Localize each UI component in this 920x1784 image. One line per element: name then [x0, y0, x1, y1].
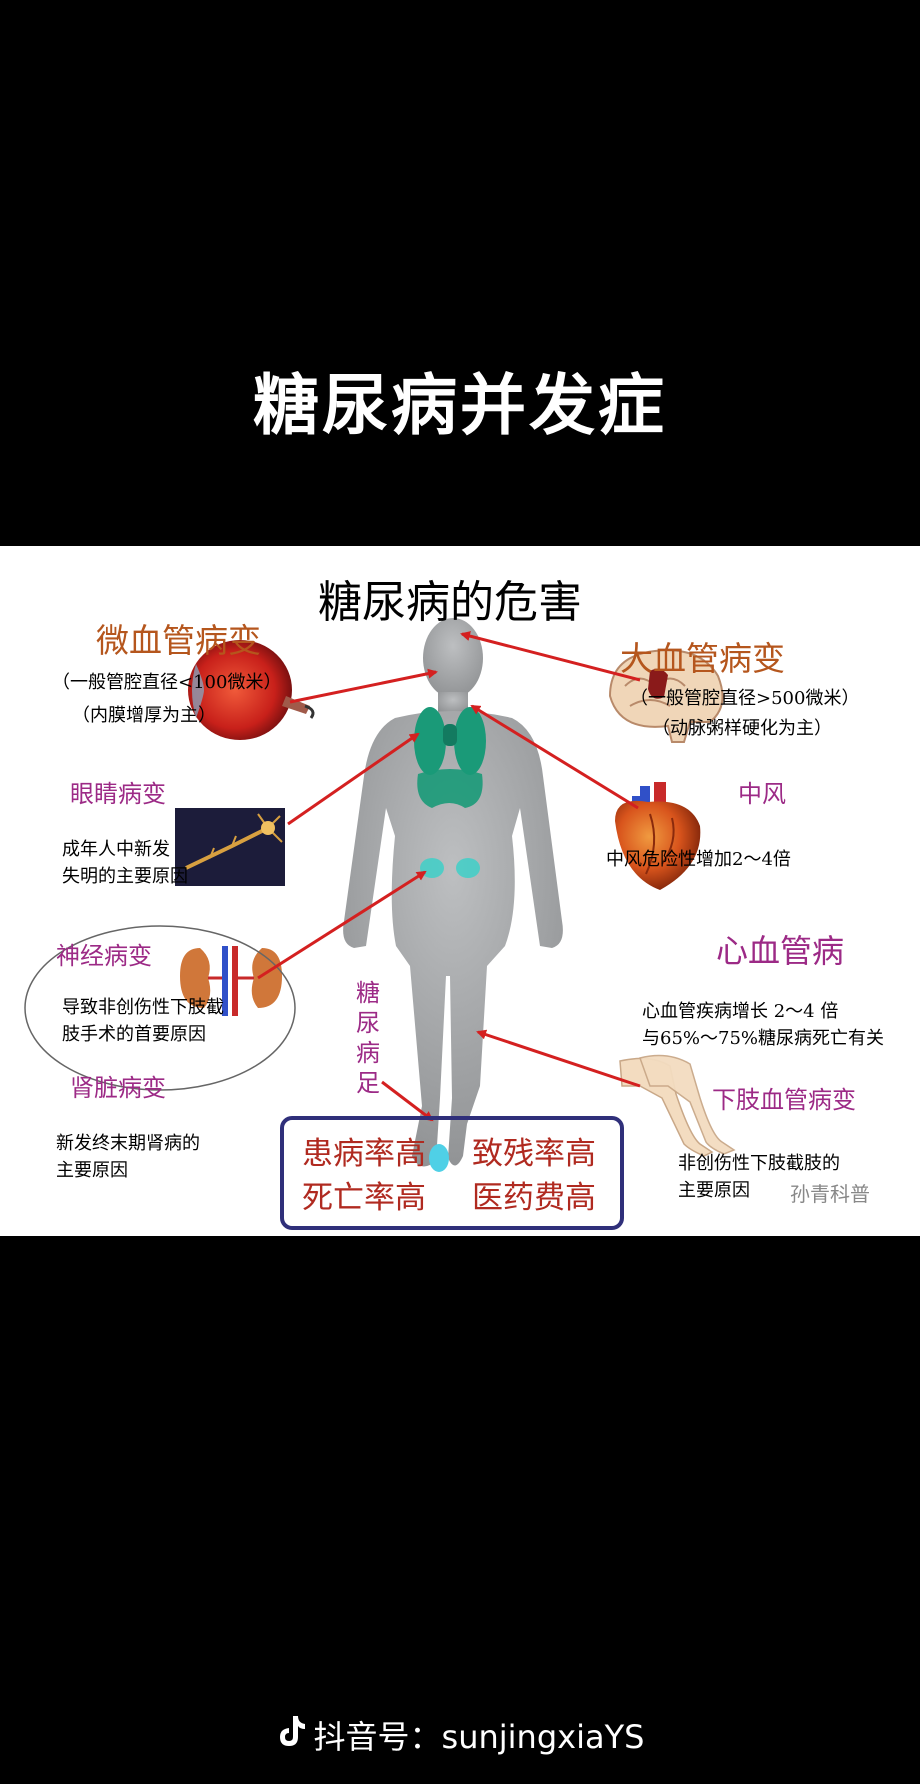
organs-icon: [414, 707, 486, 808]
nerve-desc-2: 肢手术的首要原因: [62, 1024, 206, 1045]
foot-char: 病: [356, 1039, 380, 1067]
stats-box: [280, 1116, 624, 1230]
micro-note-2: （内膜增厚为主）: [72, 705, 216, 726]
stat-cost: 医药费高: [472, 1180, 596, 1216]
stat-mortality: 死亡率高: [302, 1180, 426, 1216]
watermark: 孙青科普: [790, 1182, 870, 1206]
tiktok-logo-icon: [276, 1714, 306, 1756]
stroke-desc-1: 中风危险性增加2～4倍: [606, 849, 791, 870]
brain-icon: [608, 649, 724, 743]
stat-prevalence: 患病率高: [302, 1136, 426, 1172]
kidney-desc-1: 新发终末期肾病的: [56, 1133, 200, 1154]
nerve-label: 神经病变: [56, 942, 152, 970]
heart-label: 心血管病: [716, 932, 845, 970]
leg-desc-1: 非创伤性下肢截肢的: [678, 1153, 840, 1174]
legs-icon: [619, 1054, 736, 1157]
diagram-heading: 糖尿病的危害: [318, 577, 582, 628]
arrow-nerve: [287, 732, 420, 826]
eye-desc-2: 失明的主要原因: [62, 866, 188, 887]
arrow-leg: [476, 1029, 641, 1088]
arrow-stroke: [460, 631, 641, 682]
diagram-panel: 糖尿病的危害 微血管病变 （一般管腔直径<100微米） （内膜增厚为主） 眼睛病…: [0, 546, 920, 1236]
eye-label: 眼睛病变: [70, 780, 166, 808]
page-title: 糖尿病并发症: [253, 367, 667, 444]
arrows: [257, 631, 641, 1122]
kidney-icon: [180, 946, 282, 1016]
arrow-heart: [470, 704, 639, 810]
stroke-label: 中风: [738, 780, 786, 808]
arrow-eye: [289, 668, 438, 704]
kidney-group-outline: [24, 925, 296, 1091]
heart-desc-1: 心血管疾病增长 2～4 倍: [642, 1001, 839, 1022]
diabetic-foot-label: 糖 尿 病 足: [353, 978, 383, 1098]
micro-note-1: （一般管腔直径<100微米）: [52, 672, 282, 693]
footer-account: 抖音号：sunjingxiaYS: [313, 1718, 645, 1756]
footer: 抖音号：sunjingxiaYS: [0, 1712, 920, 1758]
diagram-graphics: [24, 618, 736, 1230]
foot-char: 足: [356, 1069, 380, 1097]
macro-note-2: （动脉粥样硬化为主）: [652, 718, 832, 739]
micro-title: 微血管病变: [96, 621, 261, 660]
kidney-desc-2: 主要原因: [56, 1160, 128, 1181]
eye-desc-1: 成年人中新发: [62, 839, 170, 860]
foot-highlight-icon: [429, 1144, 449, 1172]
stat-disability: 致残率高: [472, 1136, 596, 1172]
heart-desc-2: 与65%～75%糖尿病死亡有关: [642, 1028, 885, 1049]
macro-title: 大血管病变: [620, 639, 785, 678]
macro-note-1: （一般管腔直径>500微米）: [630, 688, 860, 709]
heart-icon: [615, 782, 701, 890]
kidney-label: 肾脏病变: [70, 1074, 166, 1102]
leg-label: 下肢血管病变: [712, 1086, 856, 1114]
neuron-icon: [175, 808, 285, 886]
eye-icon: [188, 640, 315, 740]
foot-char: 糖: [356, 979, 380, 1007]
arrow-foot: [381, 1080, 434, 1122]
leg-desc-2: 主要原因: [678, 1180, 750, 1201]
nerve-desc-1: 导致非创伤性下肢截: [62, 997, 224, 1018]
arrow-kidney: [257, 870, 427, 980]
foot-char: 尿: [356, 1009, 380, 1037]
